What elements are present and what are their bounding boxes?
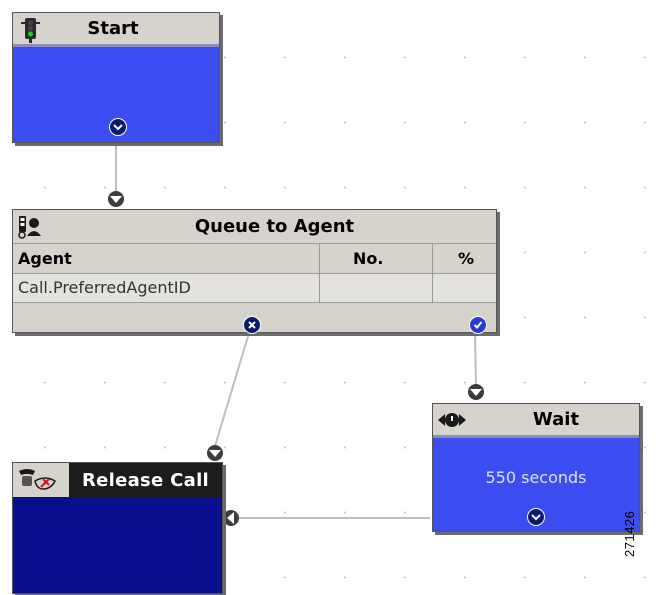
success-check-circle-icon[interactable] xyxy=(469,316,487,334)
traffic-light-icon xyxy=(17,17,43,43)
release-title: Release Call xyxy=(69,463,222,497)
column-header-number: No. xyxy=(319,244,433,274)
wait-title-bar: Wait xyxy=(433,404,639,438)
connector-queue-success-wait xyxy=(474,332,477,386)
column-header-percent: % xyxy=(432,244,496,274)
queue-title: Queue to Agent xyxy=(194,216,355,237)
start-output-chevron-down-icon[interactable] xyxy=(109,118,127,136)
agent-cell: Call.PreferredAgentID xyxy=(13,273,320,303)
release-call-node[interactable]: Release Call xyxy=(12,462,223,594)
column-header-agent: Agent xyxy=(13,244,320,274)
connector-queue-failure-release xyxy=(214,332,250,447)
wait-node[interactable]: Wait 550 seconds xyxy=(432,403,640,532)
wait-input-arrow xyxy=(468,384,484,400)
release-icon-panel xyxy=(13,463,69,497)
queue-to-agent-node[interactable]: Queue to Agent Agent No. % Call.Preferre… xyxy=(12,209,497,334)
release-title-bar: Release Call xyxy=(13,463,222,497)
queue-input-arrow xyxy=(108,191,124,207)
failure-x-circle-icon[interactable] xyxy=(243,316,261,334)
agent-queue-icon xyxy=(17,214,43,239)
queue-title-bar: Queue to Agent xyxy=(13,210,496,244)
telephone-icon xyxy=(17,467,61,491)
release-input-arrow-top xyxy=(207,445,223,461)
start-title: Start xyxy=(87,18,139,39)
wait-output-chevron-down-icon[interactable] xyxy=(527,508,545,526)
figure-id: 271426 xyxy=(622,510,637,557)
start-node[interactable]: Start xyxy=(12,12,220,143)
table-row[interactable]: Call.PreferredAgentID xyxy=(13,273,496,303)
start-title-bar: Start xyxy=(13,13,219,47)
release-body xyxy=(13,497,222,593)
release-input-arrow-right xyxy=(223,510,239,526)
queue-agent-table: Agent No. % Call.PreferredAgentID xyxy=(13,244,496,303)
number-cell xyxy=(319,273,433,303)
percent-cell xyxy=(432,273,496,303)
wait-title: Wait xyxy=(532,409,580,430)
wait-arrows-icon xyxy=(437,408,466,432)
